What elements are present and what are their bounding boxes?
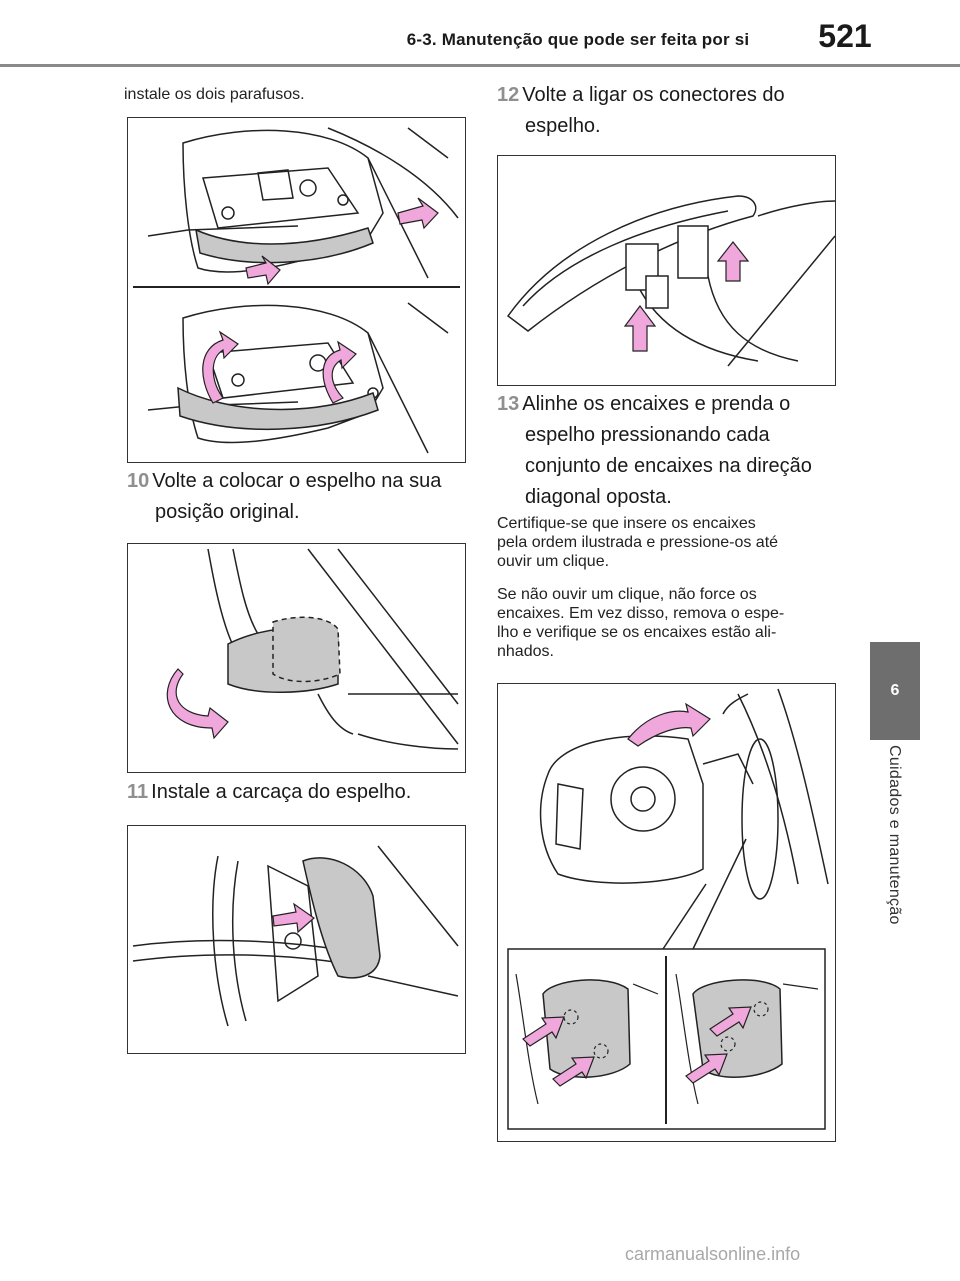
watermark-text: carmanualsonline.info: [625, 1244, 801, 1264]
note-2-line3: lho e verifique se os encaixes estão ali…: [497, 624, 777, 641]
step-12-line2: espelho.: [525, 115, 601, 137]
step-10-line1: Volte a colocar o espelho na sua: [152, 470, 442, 492]
step-11-number: 11: [127, 781, 149, 803]
page-number: 521: [818, 18, 872, 54]
header-divider: [0, 64, 960, 67]
note-1-line2: pela ordem ilustrada e pressione-os até: [497, 534, 779, 551]
note-clique: Certifique-se que insere os encaixes pel…: [497, 514, 837, 571]
note-1-line3: ouvir um clique.: [497, 553, 610, 570]
illustration-connectors: [506, 195, 835, 367]
figure-connectors: [497, 155, 836, 386]
figure-mirror-clips: [497, 683, 836, 1142]
illustration-mirror-housing: [132, 845, 459, 1027]
chapter-label: Cuidados e manutenção: [886, 745, 903, 925]
section-title: 6-3. Manutenção que pode ser feita por s…: [406, 30, 750, 49]
note-2-line2: encaixes. Em vez disso, remova o espe-: [497, 605, 785, 622]
note-2-line1: Se não ouvir um clique, não force os: [497, 586, 757, 603]
step-12-line1: Volte a ligar os conectores do: [522, 84, 785, 106]
intro-text: instale os dois parafusos.: [124, 86, 305, 103]
step-13-line3: conjunto de encaixes na direção: [525, 455, 812, 477]
note-no-force: Se não ouvir um clique, não force os enc…: [497, 585, 837, 661]
step-13-line2: espelho pressionando cada: [525, 424, 770, 446]
chapter-label-container: Cuidados e manutenção: [885, 745, 909, 965]
chapter-number: 6: [890, 682, 900, 699]
step-13-number: 13: [497, 393, 520, 415]
step-13-line1: Alinhe os encaixes e prenda o: [522, 393, 791, 415]
figure-mirror-position: [127, 543, 466, 773]
chapter-tab[interactable]: 6: [870, 642, 920, 740]
step-10-number: 10: [127, 470, 150, 492]
illustration-mirror-clips: [507, 688, 829, 1130]
note-1-line1: Certifique-se que insere os encaixes: [497, 515, 756, 532]
figure-mirror-housing: [127, 825, 466, 1054]
illustration-mirror-fold: [166, 548, 459, 750]
step-10-line2: posição original.: [155, 501, 300, 523]
step-12-number: 12: [497, 84, 520, 106]
figure-install-screws: [127, 117, 466, 463]
note-2-line4: nhados.: [497, 643, 554, 660]
step-13-line4: diagonal oposta.: [525, 486, 672, 508]
step-11-line1: Instale a carcaça do espelho.: [151, 781, 412, 803]
illustration-mirror-screws: [133, 127, 460, 454]
